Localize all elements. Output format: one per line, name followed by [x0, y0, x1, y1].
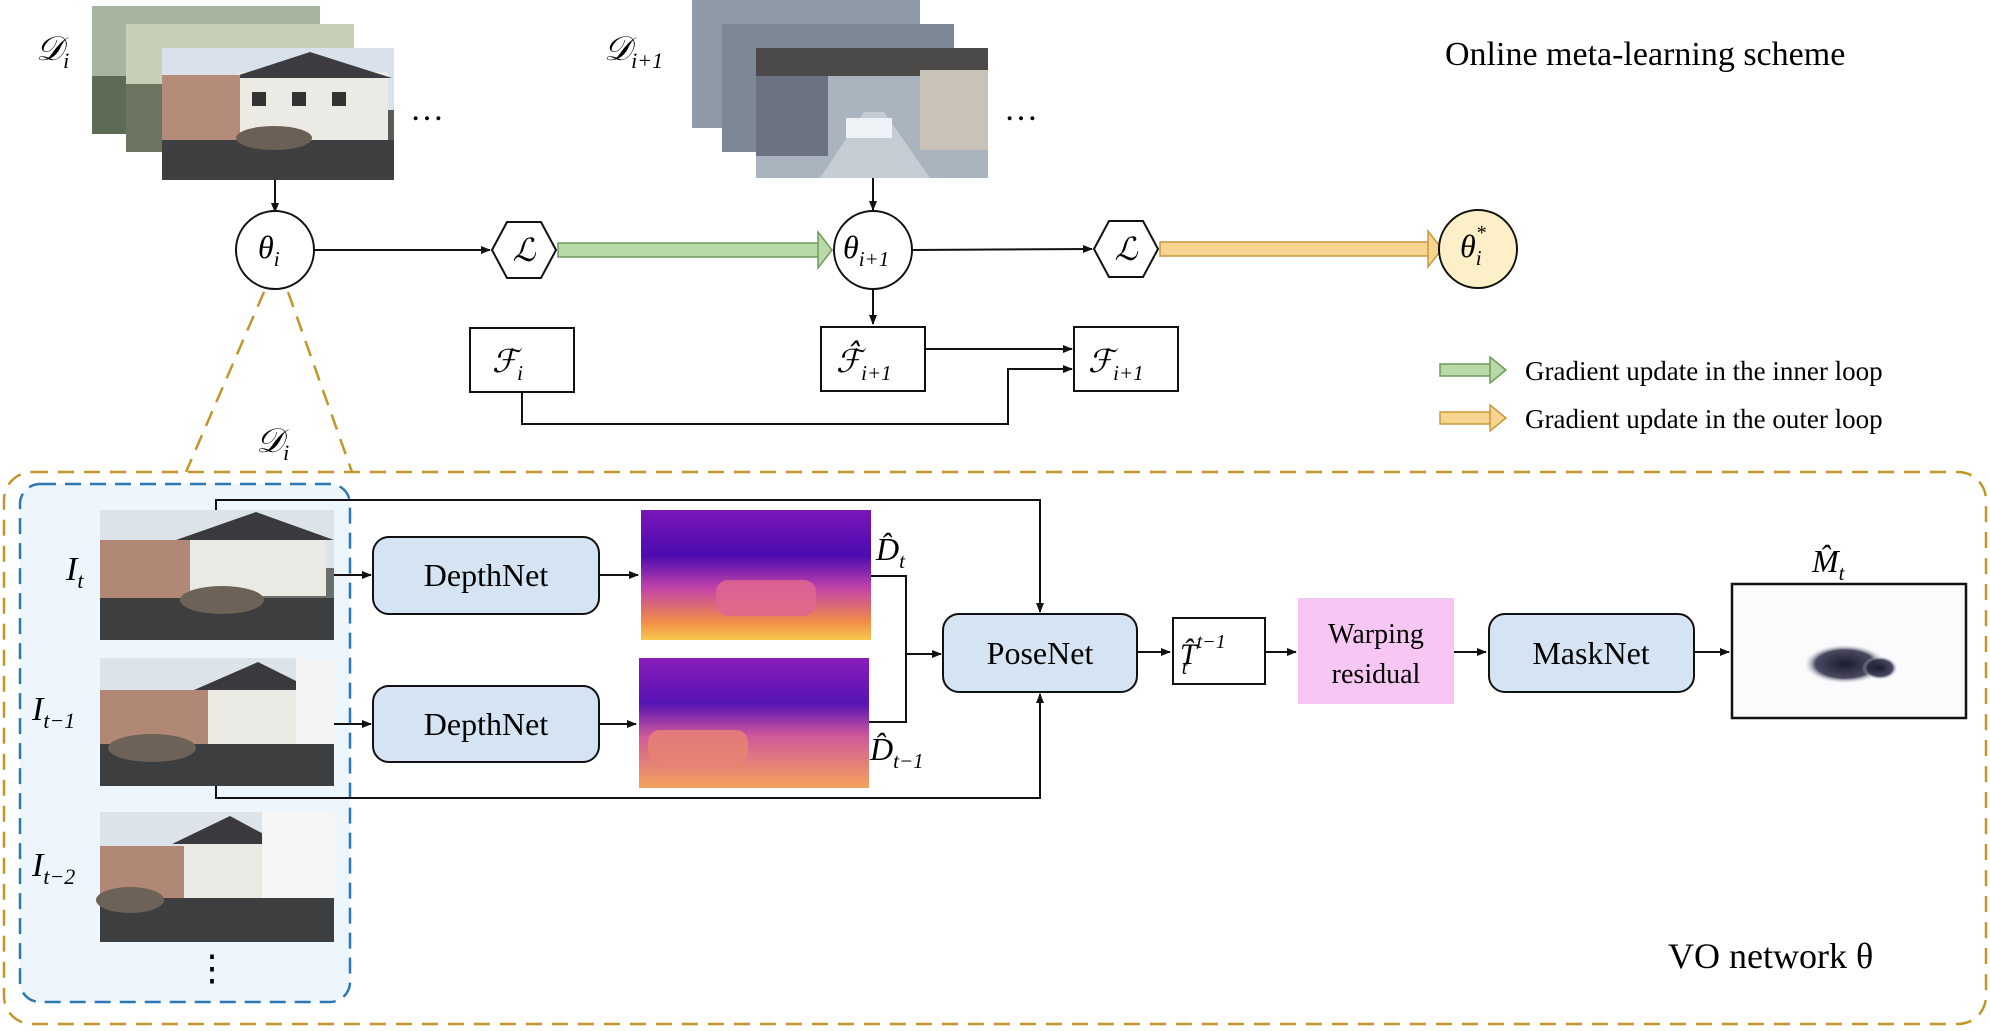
- svg-text:𝒟i: 𝒟i: [256, 423, 289, 465]
- frame-label-t-1: It−1: [31, 691, 75, 733]
- svg-text:It: It: [65, 551, 84, 593]
- mask-label: M̂t: [1811, 543, 1846, 585]
- svg-text:D̂t−1: D̂t−1: [869, 731, 924, 773]
- edge-theta-i1-to-loss-2: [911, 245, 1093, 254]
- warping-residual-box: [1298, 598, 1454, 704]
- svg-text:It−2: It−2: [31, 847, 75, 889]
- frame-image-t-2: [96, 812, 334, 942]
- depth-map-t: [641, 510, 871, 640]
- f-hat-box: [820, 326, 926, 392]
- depth-t-label: D̂t: [875, 531, 906, 573]
- mask-blob: [1803, 644, 1898, 684]
- depthnet-label-1: DepthNet: [424, 557, 549, 593]
- edge-frame-t-to-posenet: [215, 499, 1044, 613]
- depthnet-label-2: DepthNet: [424, 706, 549, 742]
- frame-image-t-1: [100, 658, 334, 786]
- inner-loop-arrow: [557, 229, 833, 271]
- dataset-i-image-stack: [92, 6, 394, 180]
- ellipsis-i: …: [410, 91, 444, 128]
- svg-text:M̂t: M̂t: [1811, 543, 1846, 585]
- edge-depth-t1-to-posenet: [869, 654, 907, 723]
- frames-vertical-ellipsis: ⋮: [194, 948, 230, 988]
- theta-star-label: θ*i: [1460, 222, 1486, 270]
- frame-label-t: It: [65, 551, 84, 593]
- warping-residual-line1: Warping: [1328, 619, 1424, 650]
- depth-map-t-1: [639, 658, 869, 788]
- svg-text:𝒟i: 𝒟i: [36, 31, 69, 73]
- edge-depth-t-to-posenet: [871, 575, 942, 658]
- dataset-i-label: 𝒟i: [36, 31, 69, 73]
- dataset-i-vo-label: 𝒟i: [256, 423, 289, 465]
- theta-i-label: θi: [258, 229, 280, 271]
- zoom-dash-right: [286, 291, 354, 473]
- masknet-label: MaskNet: [1532, 635, 1649, 671]
- dataset-i1-label: 𝒟i+1: [604, 31, 663, 73]
- posenet-label: PoseNet: [987, 635, 1094, 671]
- frame-image-t: [100, 510, 334, 640]
- vo-network-frame: [2, 470, 1988, 1026]
- city-thumbnail: [756, 48, 988, 178]
- loss-node-2: [1092, 220, 1160, 278]
- edge-f-i-to-f-i1: [521, 365, 1073, 425]
- legend-outer-label: Gradient update in the outer loop: [1525, 404, 1883, 434]
- loss-label-2: ℒ: [1114, 231, 1138, 267]
- loss-label-1: ℒ: [512, 232, 536, 268]
- depth-t1-label: D̂t−1: [869, 731, 924, 773]
- legend-inner-label: Gradient update in the inner loop: [1525, 356, 1883, 386]
- kitti-thumbnail: [162, 48, 394, 180]
- theta-i1-label: θi+1: [843, 229, 889, 271]
- frame-label-t-2: It−2: [31, 847, 75, 889]
- svg-text:𝒟i+1: 𝒟i+1: [604, 31, 663, 73]
- f-i1-box: [1073, 326, 1179, 392]
- legend-inner-swatch: [1439, 355, 1508, 385]
- ellipsis-i1: …: [1004, 91, 1038, 128]
- outer-loop-arrow: [1159, 228, 1443, 270]
- f-i-box: [469, 327, 575, 393]
- loss-node-1: [490, 221, 558, 279]
- vo-network-label: VO network θ: [1668, 936, 1873, 976]
- theta-star-node: [1438, 209, 1518, 289]
- zoom-dash-left: [184, 291, 266, 473]
- legend: Gradient update in the inner loop Gradie…: [1439, 355, 1883, 434]
- edge-frame-t1-to-posenet: [215, 693, 1044, 799]
- warping-residual-line2: residual: [1332, 659, 1421, 690]
- legend-outer-swatch: [1439, 403, 1508, 433]
- dataset-i1-image-stack: [692, 0, 988, 178]
- svg-text:It−1: It−1: [31, 691, 75, 733]
- scheme-title: Online meta-learning scheme: [1445, 36, 1845, 73]
- svg-text:D̂t: D̂t: [875, 531, 906, 573]
